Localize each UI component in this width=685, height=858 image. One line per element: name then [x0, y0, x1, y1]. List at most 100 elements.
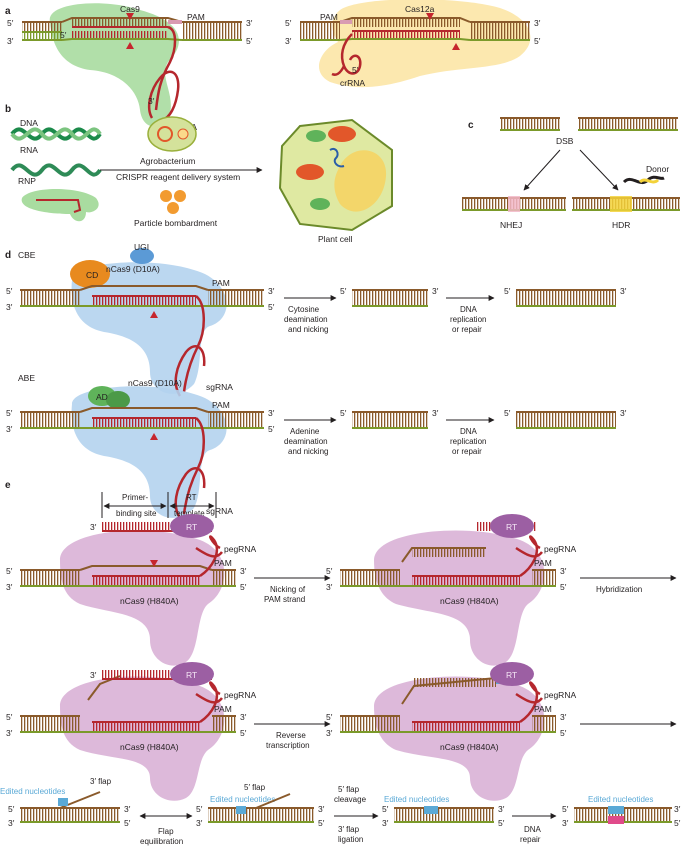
cbe-product2-dna: [516, 290, 616, 306]
flap1-end-3-right: 3′: [124, 804, 131, 814]
flap-eq-line2: equilibration: [140, 837, 183, 846]
abe-dna-right: [208, 412, 264, 428]
particle-bombardment-label: Particle bombardment: [134, 218, 218, 228]
abe-step1-line1: Adenine: [290, 427, 320, 436]
abe-step1-line2: deamination: [284, 437, 328, 446]
edited-label-4: Edited nucleotides: [588, 795, 653, 804]
pe1-pam-label: PAM: [214, 558, 232, 568]
cas12a-nontarget-rungs: [352, 18, 460, 27]
pe4-end-5-right: 5′: [560, 728, 567, 738]
pe4-dna-left: [340, 716, 400, 732]
pe1-peg-label: pegRNA: [224, 544, 256, 554]
cbe-cd-label: CD: [86, 270, 98, 280]
nhej-label: NHEJ: [500, 220, 522, 230]
dna-helix-strand2: [10, 127, 102, 141]
golgi-icon: [329, 148, 345, 168]
pe3-end-5: 5′: [6, 712, 13, 722]
pe3-peg-extension: [102, 670, 212, 679]
cas9-label: Cas9: [120, 4, 140, 14]
panel-e-label: e: [5, 480, 11, 491]
cargo-dna-label: DNA: [20, 118, 38, 128]
flap4-end-3: 3′: [562, 818, 569, 828]
pe2-rt-domain: [490, 514, 534, 538]
pe3-rt-domain: [170, 662, 214, 686]
mitochondrion-icon: [328, 126, 356, 142]
cas9-sgrna-scaffold: [148, 25, 180, 122]
pe2-end-5: 5′: [326, 566, 333, 576]
abe-dna-left: [20, 412, 80, 428]
flap4-end-5: 5′: [562, 804, 569, 814]
pe1-peg-scaffold: [195, 535, 223, 578]
cbe-product1-dna: [352, 290, 428, 306]
agrobacterium-ti-icon: [177, 128, 189, 140]
flap4-end-5-right: 5′: [674, 818, 681, 828]
cbe-product2-end-3: 3′: [620, 286, 627, 296]
cas12a-pam-highlight: [340, 20, 352, 24]
flap1-end-5-right: 5′: [124, 818, 131, 828]
pe3-end-3-right: 3′: [240, 712, 247, 722]
pe4-enzyme-label: nCas9 (H840A): [440, 742, 499, 752]
pe3-ncas9-shape: [60, 676, 225, 801]
cas12a-spacer-rungs: [352, 31, 460, 39]
hdr-arrow: [579, 149, 619, 191]
pe3-rt-label: RT: [186, 670, 197, 680]
cargo-rna-label: RNA: [20, 145, 38, 155]
delivery-system-label: CRISPR reagent delivery system: [116, 172, 240, 182]
cas9-dna-left-bottom: [22, 32, 62, 40]
abe-product2-dna: [516, 412, 616, 428]
pe2-dna-left: [340, 570, 400, 586]
dsb-dna-left: [500, 118, 560, 130]
hdr-label: HDR: [612, 220, 630, 230]
pbs-label-line2: binding site: [116, 509, 157, 518]
final-edit-top: [608, 806, 624, 814]
cbe-cd-domain: [70, 260, 110, 288]
panel-b-label: b: [5, 104, 11, 115]
cbe-nontarget-strand: [79, 285, 209, 291]
cbe-title: CBE: [18, 250, 36, 260]
abe-enzyme-label: nCas9 (D10A): [128, 378, 182, 388]
cbe-dna-right: [208, 290, 264, 306]
cas9-nontarget-rungs: [72, 18, 168, 27]
pe3-dna-right: [212, 716, 236, 732]
cas12a-pam-label: PAM: [320, 12, 338, 22]
pe1-enzyme-label: nCas9 (H840A): [120, 596, 179, 606]
flap5-strand: [255, 793, 291, 809]
abe-title: ABE: [18, 373, 35, 383]
cbe-row: CBE CD UGI nCas9 (D10A) PAM sgRNA 5′ 3′ …: [6, 242, 627, 397]
pe-complex-4: RT pegRNA PAM nCas9 (H840A) 5′ 3′ 3′ 5′: [326, 662, 576, 801]
cas12a-end-3-bottom: 3′: [285, 36, 292, 46]
pe2-end-3-right: 3′: [560, 566, 567, 576]
abe-product1-end-3: 3′: [432, 408, 439, 418]
cbe-sgrna-label: sgRNA: [206, 382, 233, 392]
pe2-enzyme-label: nCas9 (H840A): [440, 596, 499, 606]
rt-step-line2: transcription: [266, 741, 310, 750]
pe2-dna-right: [532, 570, 556, 586]
pe1-ext-end-3: 3′: [90, 522, 97, 532]
pe-complex-2: RT pegRNA PAM nCas9 (H840A) 5′ 3′ 3′ 5′: [326, 514, 576, 666]
cas12a-complex: Cas12a PAM crRNA 5′ 3′ 3′ 5′ 5′: [285, 0, 541, 88]
panel-c: c DSB Donor NHEJ HDR: [462, 117, 680, 230]
abe-step1-line3: and nicking: [288, 447, 328, 456]
flap3-end-3: 3′: [382, 818, 389, 828]
abe-sgrna-label: sgRNA: [206, 506, 233, 516]
cas9-dna-right: [182, 22, 242, 40]
panel-e: e Primer- binding site RT template RT: [0, 480, 681, 846]
pe1-peg-extension: [102, 522, 212, 531]
cas12a-cut-marker-top: [426, 13, 434, 20]
pe3-ext-end-3: 3′: [90, 670, 97, 680]
hybridization-label: Hybridization: [596, 585, 642, 594]
pe4-flap-rungs: [414, 678, 496, 687]
pe1-ncas9-shape: [60, 530, 225, 666]
abe-ad-label: AD: [96, 392, 108, 402]
flap2-end-3: 3′: [196, 818, 203, 828]
cbe-step2-line1: DNA: [460, 305, 478, 314]
flap3-edit: [58, 798, 68, 806]
flap1-end-3: 3′: [8, 818, 15, 828]
cas9-end-5-bottom: 5′: [246, 36, 253, 46]
cas9-complex: Cas9 PAM sgRNA 5′ 3′ 3′ 5′ 5′ 3′: [7, 3, 253, 132]
cleave-line2: cleavage: [334, 795, 367, 804]
abe-step2-line1: DNA: [460, 427, 478, 436]
ligate-line2: ligation: [338, 835, 363, 844]
panel-a: a Cas9 PAM sgRNA 5′ 3′ 3′: [5, 0, 541, 132]
